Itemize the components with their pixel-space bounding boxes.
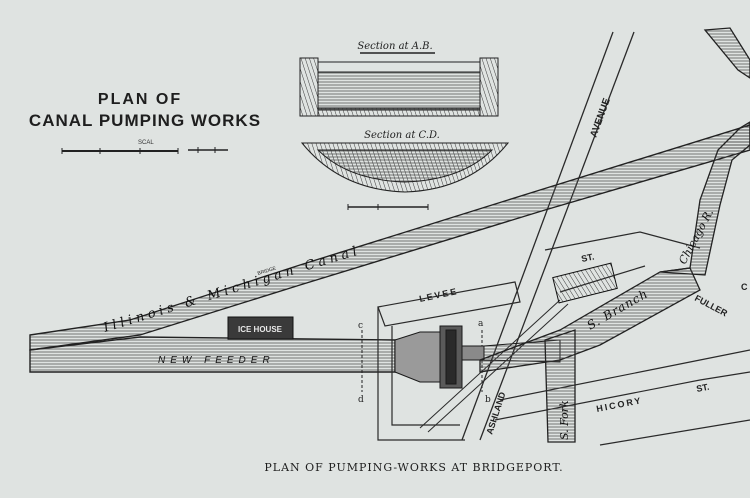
illinois-michigan-canal <box>29 124 750 351</box>
bridge-label: BRIDGE <box>257 265 278 277</box>
section-cd-label: Section at C.D. <box>364 130 440 141</box>
levee-label: LEVEE <box>418 286 459 304</box>
riverside-building <box>552 262 618 304</box>
ice-house <box>227 316 294 340</box>
plate-caption: PLAN OF PUMPING-WORKS AT BRIDGEPORT. <box>264 461 563 474</box>
marker-a: a <box>478 319 484 329</box>
section-ab-drawing <box>299 52 499 117</box>
south-branch-river <box>479 27 750 443</box>
levee-st-label: ST. <box>580 251 595 263</box>
avenue-street <box>461 31 635 441</box>
title-line-1: PLAN OF <box>98 91 182 108</box>
s-fork-label: S. Fork <box>558 400 571 440</box>
marker-b: b <box>485 395 491 405</box>
title-line-2: CANAL PUMPING WORKS <box>29 111 261 130</box>
section-cd-drawing <box>300 142 510 210</box>
scale-label: SCAL <box>138 140 154 146</box>
partial-c-label: C <box>741 282 748 292</box>
section-ab-label: Section at A.B. <box>357 41 432 52</box>
ice-house-label: ICE HOUSE <box>238 325 283 334</box>
feeder-label: NEW FEEDER <box>158 355 275 366</box>
hicory-label: HICORY <box>595 395 643 414</box>
scale-bar <box>61 147 228 154</box>
hicory-st-label: ST. <box>695 382 710 394</box>
avenue-label: AVENUE <box>588 96 612 139</box>
marker-c: c <box>358 321 363 331</box>
fuller-label: FULLER <box>693 293 729 319</box>
marker-d: d <box>358 395 364 405</box>
